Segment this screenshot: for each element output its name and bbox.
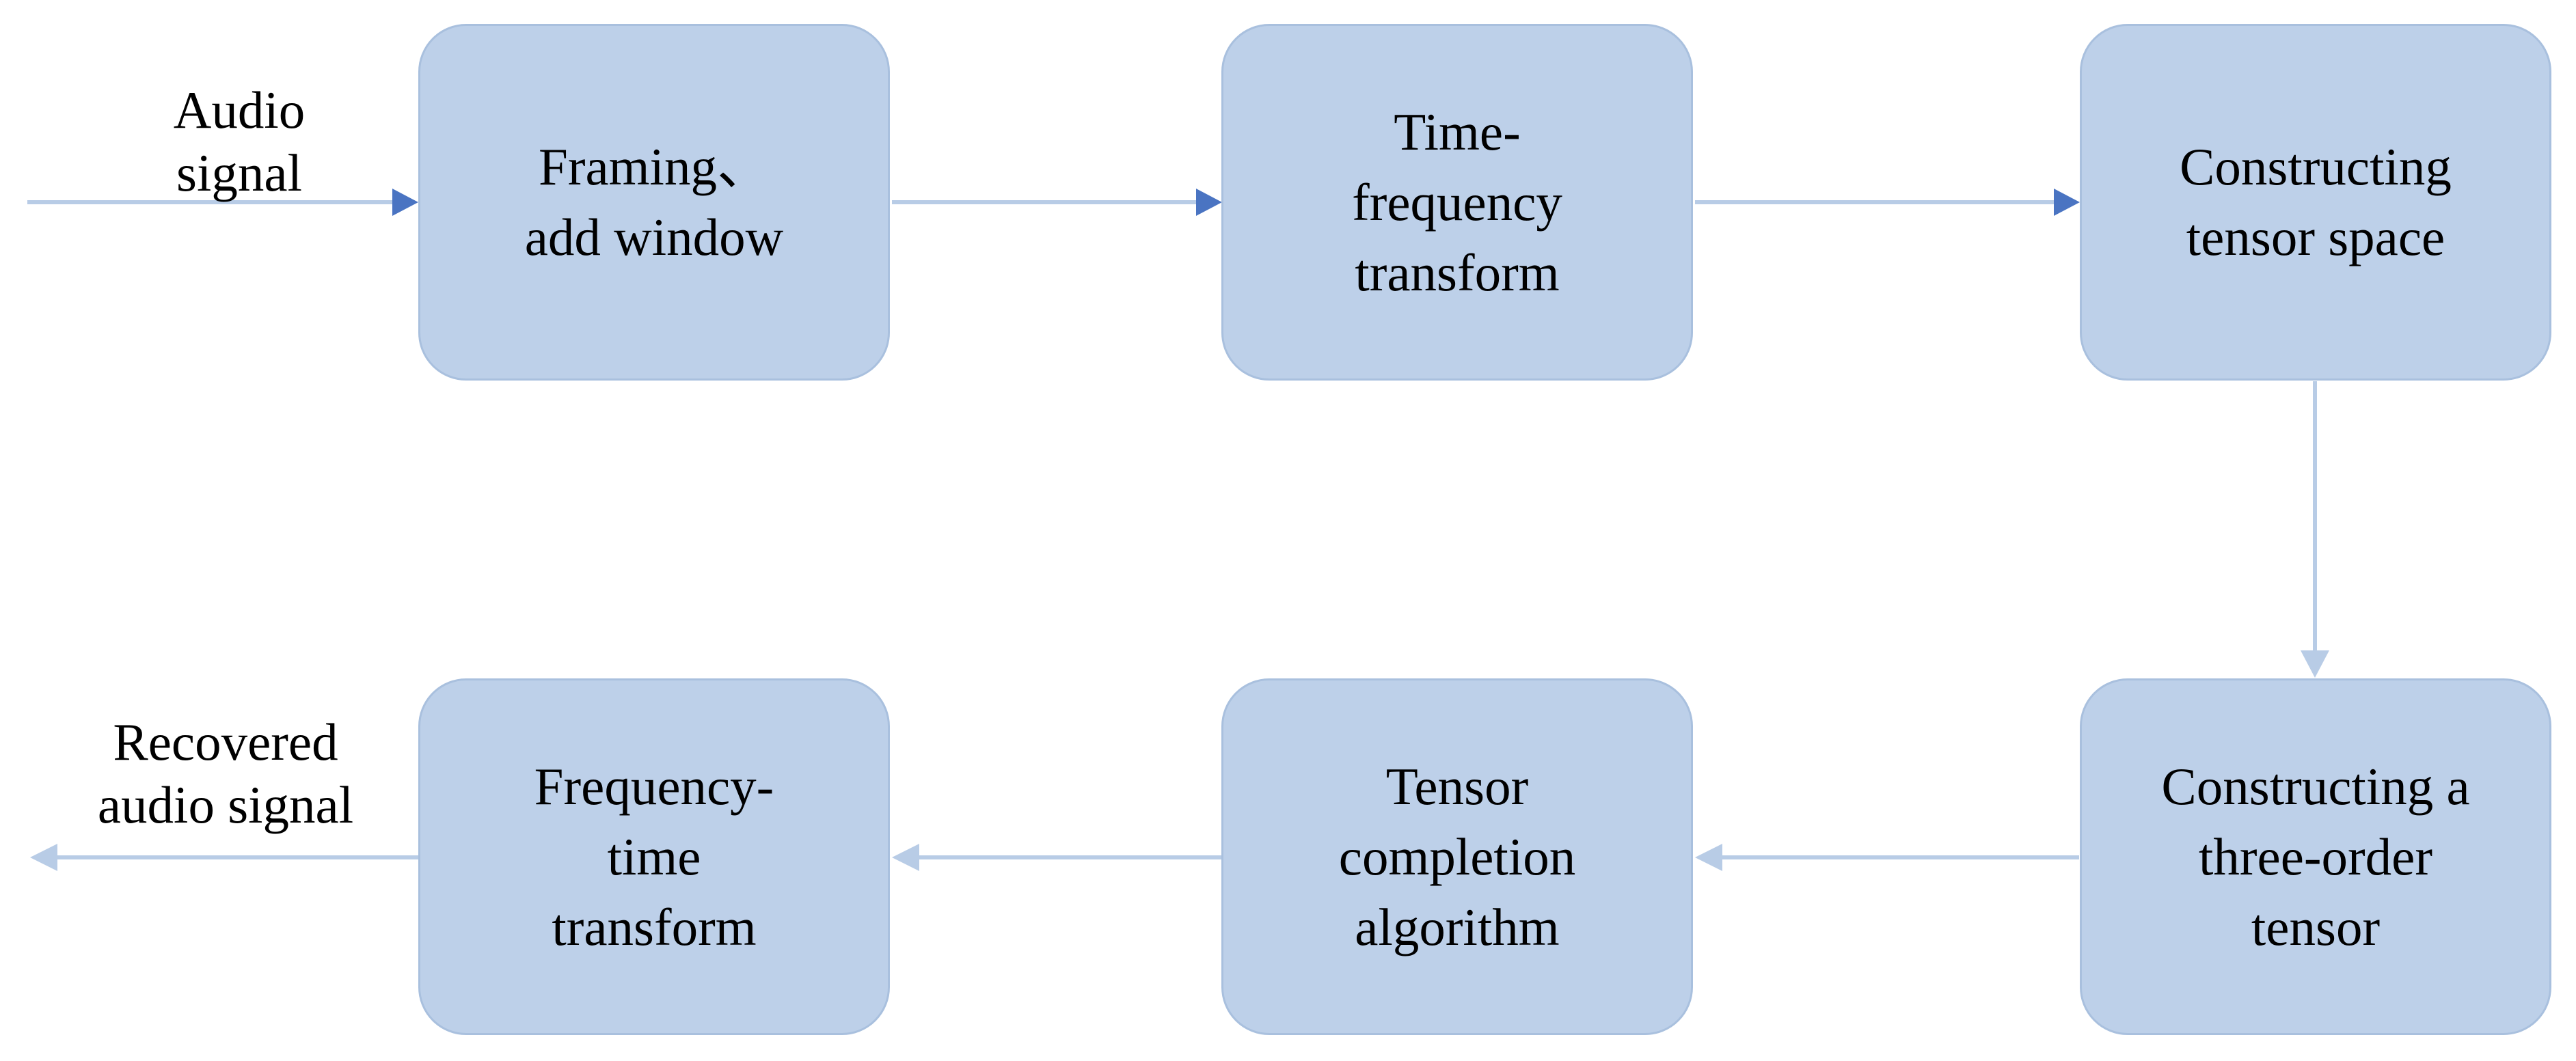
arrowhead-tensorspace-to-threeorder — [2301, 650, 2329, 678]
arrowhead-threeorder-to-completion — [1695, 844, 1722, 871]
step-frequency-time-transform: Frequency- time transform — [418, 678, 890, 1035]
step-tensor-completion-algorithm: Tensor completion algorithm — [1221, 678, 1693, 1035]
step-framing-label: Framing、 add window — [524, 137, 784, 266]
step-three-order-label: Constructing a three-order tensor — [2161, 756, 2470, 956]
step-completion-label: Tensor completion algorithm — [1338, 756, 1576, 956]
output-arrowhead — [30, 844, 57, 871]
step-framing-add-window: Framing、 add window — [418, 24, 890, 381]
step-time-frequency-label: Time- frequency transform — [1352, 102, 1562, 302]
step-tensor-space-label: Constructing tensor space — [2180, 137, 2452, 266]
arrowhead-completion-to-freqtime — [892, 844, 919, 871]
step-constructing-tensor-space: Constructing tensor space — [2080, 24, 2551, 381]
input-arrowhead — [392, 189, 418, 216]
input-label: Audio signal — [173, 81, 306, 202]
step-time-frequency-transform: Time- frequency transform — [1221, 24, 1693, 381]
output-label: Recovered audio signal — [97, 713, 354, 834]
arrowhead-framing-to-timefreq — [1196, 189, 1222, 216]
arrowhead-timefreq-to-tensorspace — [2054, 189, 2080, 216]
step-constructing-three-order-tensor: Constructing a three-order tensor — [2080, 678, 2551, 1035]
step-frequency-time-label: Frequency- time transform — [534, 756, 774, 956]
